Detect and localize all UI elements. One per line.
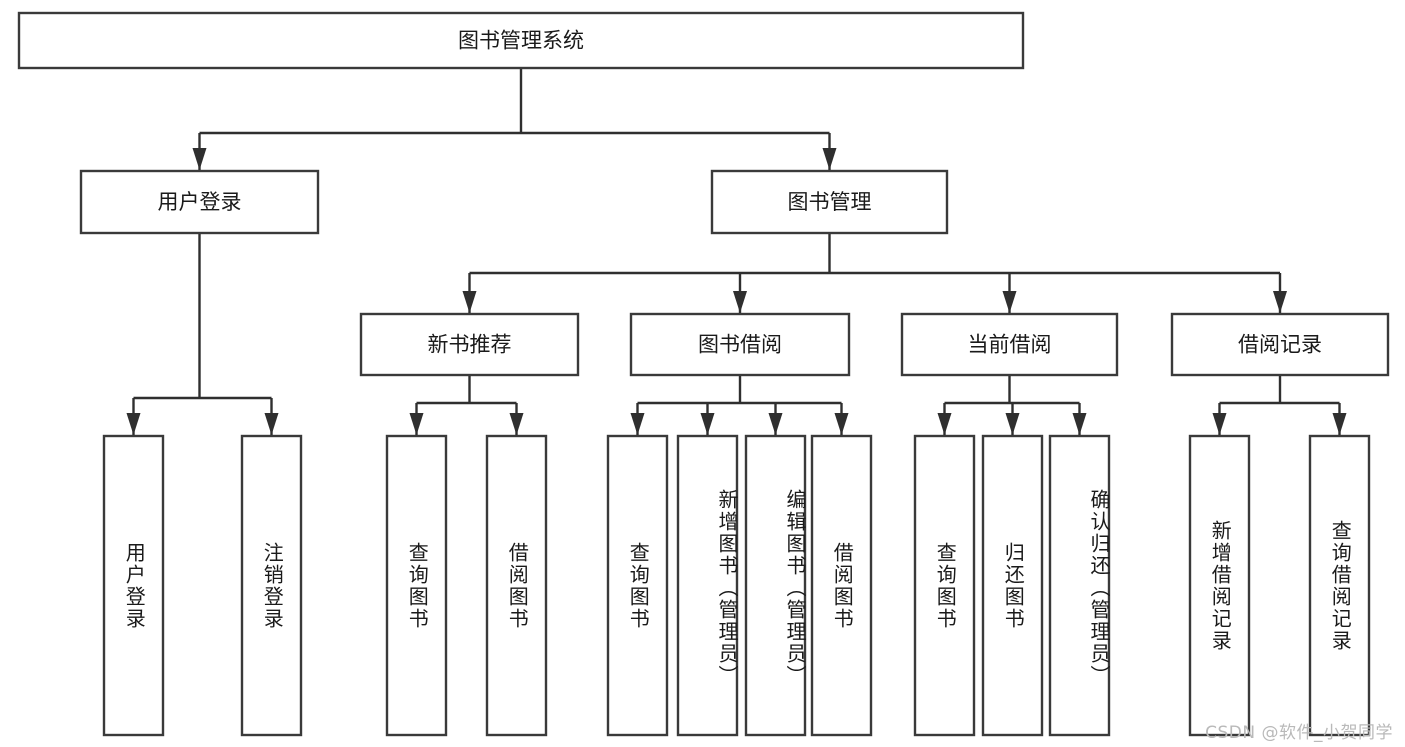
arrow-head-icon <box>409 413 424 435</box>
node-leaf-10[interactable] <box>1048 434 1111 737</box>
arrow-head-icon <box>509 413 524 435</box>
node-level3-label-2: 当前借阅 <box>968 333 1052 357</box>
node-level3-label-3: 借阅记录 <box>1238 333 1322 357</box>
arrow-head-icon <box>630 413 645 435</box>
node-level3-label-0: 新书推荐 <box>428 333 512 357</box>
node-leaf-12[interactable] <box>1308 434 1371 737</box>
arrow-head-icon <box>1332 413 1347 435</box>
csdn-watermark: CSDN @软件_小贺同学 <box>1205 723 1393 743</box>
node-root-label: 图书管理系统 <box>458 29 584 53</box>
node-leaf-8[interactable] <box>913 434 976 737</box>
connector-layer <box>126 68 1347 435</box>
node-leaf-11[interactable] <box>1188 434 1251 737</box>
node-leaf-6[interactable] <box>744 434 807 737</box>
node-level3-label-1: 图书借阅 <box>698 333 782 357</box>
node-level3-0[interactable] <box>359 312 580 377</box>
node-level2-1[interactable] <box>710 169 949 235</box>
node-level2-label-0: 用户登录 <box>158 190 242 214</box>
node-leaf-7[interactable] <box>810 434 873 737</box>
node-level3-3[interactable] <box>1170 312 1390 377</box>
node-root-system[interactable] <box>17 11 1025 70</box>
arrow-head-icon <box>1212 413 1227 435</box>
arrow-head-icon <box>462 291 477 313</box>
arrow-head-icon <box>1005 413 1020 435</box>
arrow-head-icon <box>1273 291 1287 313</box>
node-level3-2[interactable] <box>900 312 1119 377</box>
arrow-head-icon <box>937 413 952 435</box>
node-leaf-0[interactable] <box>102 434 165 737</box>
node-level3-1[interactable] <box>629 312 851 377</box>
node-leaf-4[interactable] <box>606 434 669 737</box>
arrow-head-icon <box>768 413 783 435</box>
node-level2-0[interactable] <box>79 169 320 235</box>
arrow-head-icon <box>192 148 207 170</box>
arrow-head-icon <box>822 148 837 170</box>
node-level2-label-1: 图书管理 <box>788 190 872 214</box>
arrow-head-icon <box>834 413 849 435</box>
node-box-layer <box>17 11 1390 737</box>
node-leaf-5[interactable] <box>676 434 739 737</box>
arrow-head-icon <box>126 413 141 435</box>
arrow-head-icon <box>733 291 747 313</box>
node-leaf-2[interactable] <box>385 434 448 737</box>
node-leaf-1[interactable] <box>240 434 303 737</box>
arrow-head-icon <box>264 413 279 435</box>
arrow-head-icon <box>1072 413 1087 435</box>
arrow-head-icon <box>1002 291 1017 313</box>
node-leaf-9[interactable] <box>981 434 1044 737</box>
node-leaf-3[interactable] <box>485 434 548 737</box>
arrow-head-icon <box>700 413 715 435</box>
